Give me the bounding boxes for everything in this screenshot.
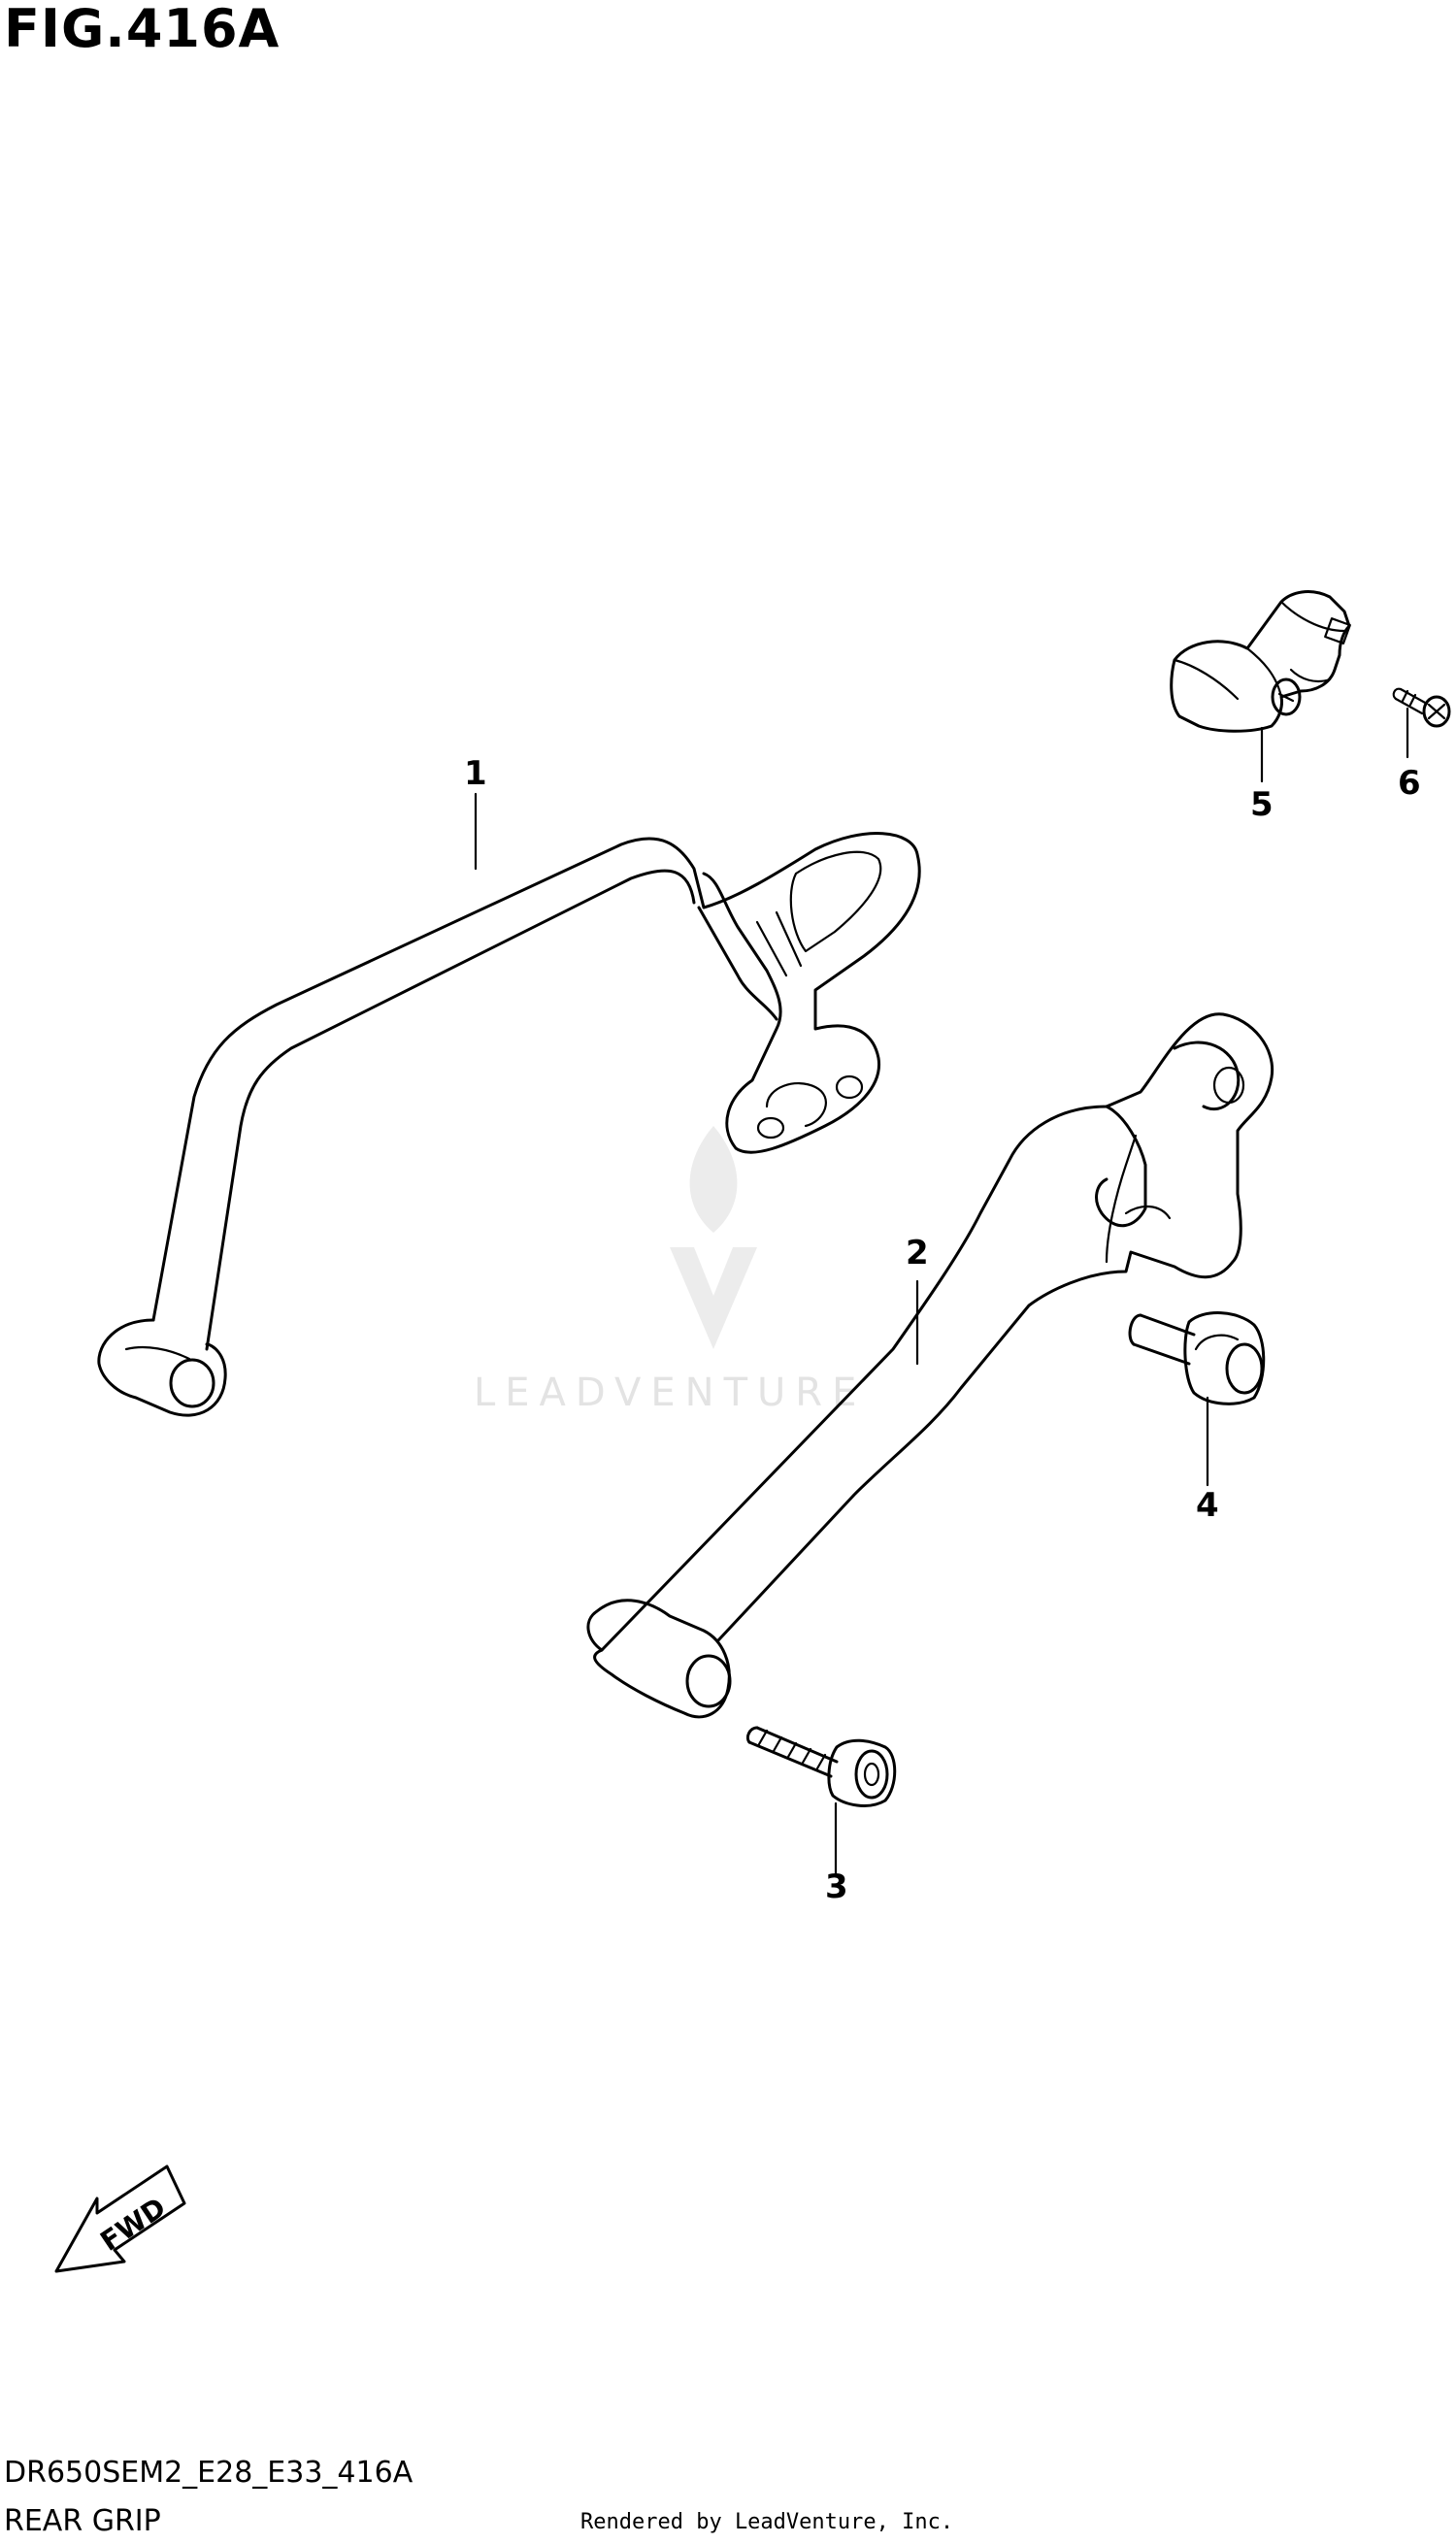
- grip-right-part[interactable]: [586, 1012, 1274, 1719]
- callout-6[interactable]: 6: [1398, 764, 1421, 803]
- callout-2[interactable]: 2: [906, 1234, 929, 1272]
- bolt-flange-part[interactable]: [1128, 1311, 1266, 1405]
- callout-3[interactable]: 3: [825, 1867, 848, 1906]
- callout-5[interactable]: 5: [1250, 785, 1274, 824]
- fwd-arrow: FWD: [54, 2164, 186, 2273]
- leader-lines: [474, 707, 1409, 1875]
- clamp-part[interactable]: [1170, 590, 1351, 733]
- screw-part[interactable]: [1392, 687, 1451, 728]
- callout-4[interactable]: 4: [1196, 1486, 1219, 1525]
- watermark-text: LEADVENTURE: [474, 1371, 866, 1415]
- figure-title: FIG.416A: [4, 0, 281, 59]
- figure-name: REAR GRIP: [4, 2504, 161, 2538]
- watermark: LEADVENTURE: [474, 1126, 866, 1415]
- callout-1[interactable]: 1: [464, 754, 487, 793]
- figure-code: DR650SEM2_E28_E33_416A: [4, 2456, 414, 2490]
- fwd-label: FWD: [94, 2191, 171, 2257]
- bolt-socket-part[interactable]: [745, 1726, 897, 1807]
- grip-left-part[interactable]: [97, 832, 921, 1417]
- render-credit: Rendered by LeadVenture, Inc.: [580, 2510, 954, 2534]
